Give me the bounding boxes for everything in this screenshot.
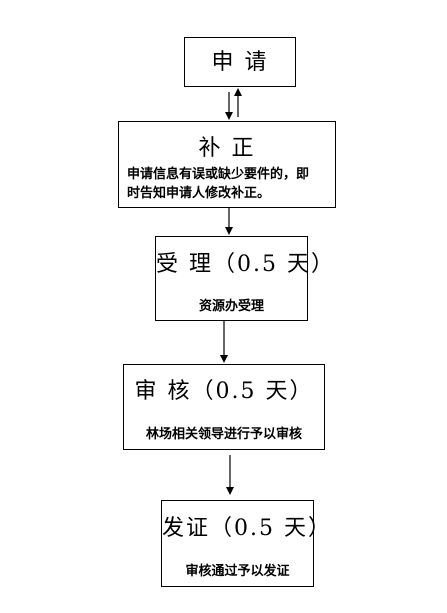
review-box: 审 核（0.5 天） 林场相关领导进行予以审核 (123, 364, 325, 450)
issue-desc: 审核通过予以发证 (185, 564, 290, 579)
accept-desc: 资源办受理 (198, 299, 264, 314)
correction-box: 补 正 申请信息有误或缺少要件的，即 时告知申请人修改补正。 (118, 121, 336, 208)
issue-title: 发证（0.5 天） (162, 516, 332, 541)
apply-title: 申 请 (211, 50, 269, 75)
correction-desc-line-2: 时告知申请人修改补正。 (127, 186, 271, 201)
issue-box: 发证（0.5 天） 审核通过予以发证 (161, 500, 332, 587)
correction-title: 补 正 (198, 136, 256, 161)
review-title: 审 核（0.5 天） (134, 379, 314, 404)
review-desc: 林场相关领导进行予以审核 (145, 427, 302, 442)
apply-box: 申 请 (184, 37, 296, 87)
correction-desc-line-1: 申请信息有误或缺少要件的，即 (127, 167, 310, 182)
accept-box: 受 理（0.5 天） 资源办受理 (155, 236, 335, 321)
accept-title: 受 理（0.5 天） (156, 252, 335, 277)
